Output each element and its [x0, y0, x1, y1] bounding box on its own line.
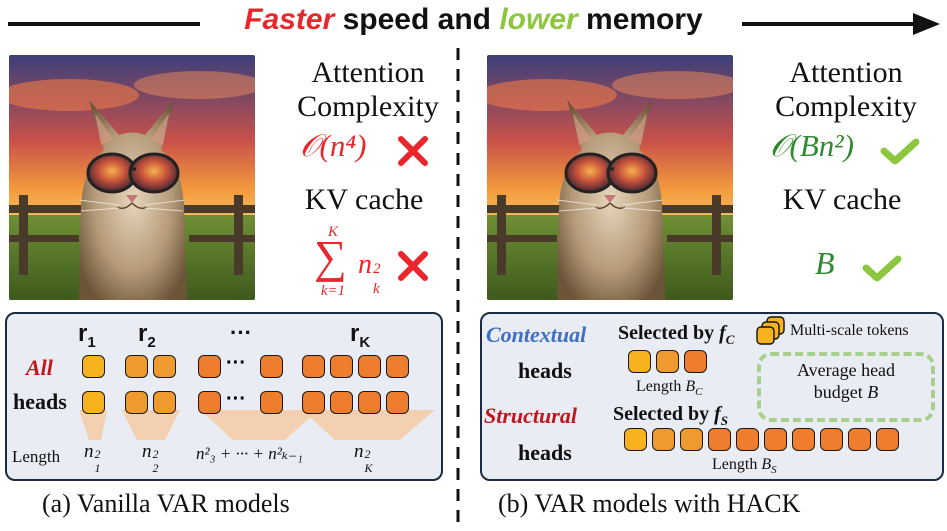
token: [820, 428, 843, 451]
token: [302, 355, 325, 378]
average-budget-text: Average head budget B: [761, 359, 931, 403]
left-sum-top: K: [327, 224, 338, 240]
token: [198, 391, 221, 414]
kv-term-sub: k: [373, 281, 380, 297]
label-r2: r2: [138, 320, 156, 351]
token: [656, 350, 679, 373]
average-budget-box: [757, 352, 935, 422]
left-sum-bottom: k=1: [320, 283, 346, 299]
token: [125, 391, 148, 414]
left-kv-label: KV cache: [304, 183, 424, 216]
token: [848, 428, 871, 451]
cat-image-left: [9, 55, 255, 300]
header-end: memory: [577, 3, 703, 36]
token: [198, 355, 221, 378]
token: [680, 428, 703, 451]
right-attention-title: Attention Complexity: [756, 56, 936, 124]
avg-line1: Average head: [796, 360, 896, 380]
token: [330, 391, 353, 414]
token: [764, 428, 787, 451]
cat-image-right: [487, 55, 733, 300]
center-divider: [456, 48, 460, 528]
token: [708, 428, 731, 451]
cross-icon: [398, 136, 428, 166]
lower-word: lower: [499, 3, 578, 36]
avg-line2: budget B: [813, 382, 879, 402]
length-bc: Length BC: [636, 378, 703, 399]
sigma-icon: ∑: [314, 231, 347, 282]
token: [684, 350, 707, 373]
label-r1: r1: [78, 320, 96, 351]
cross-icon: [398, 251, 428, 281]
token: [386, 391, 409, 414]
check-icon: [862, 255, 902, 282]
token: [82, 391, 105, 414]
caption-right: (b) VAR models with HACK: [498, 489, 801, 518]
header-title: Faster speed and lower memory: [0, 3, 947, 37]
token: [358, 355, 381, 378]
token: [153, 355, 176, 378]
check-icon: [880, 138, 920, 165]
structural-heads-label: heads: [518, 440, 572, 465]
length-label-left: Length: [12, 447, 61, 466]
kv-term-sup: 2: [373, 261, 381, 277]
token: [125, 355, 148, 378]
left-attention-title: Attention Complexity: [278, 56, 458, 124]
token: [876, 428, 899, 451]
token: [386, 355, 409, 378]
selected-by-fs: Selected by fS: [613, 403, 728, 428]
faster-word: Faster: [244, 3, 335, 36]
token-ellipsis: ···: [226, 352, 246, 374]
token: [153, 391, 176, 414]
header-mid: speed and: [334, 3, 500, 36]
length-bs: Length BS: [712, 456, 777, 477]
heads-label-left: heads: [13, 389, 67, 414]
token: [624, 428, 647, 451]
left-attention-line1: Attention: [311, 56, 425, 89]
token: [358, 391, 381, 414]
right-attention-line1: Attention: [789, 56, 903, 89]
token: [260, 391, 283, 414]
token: [302, 391, 325, 414]
right-attention-formula: 𝒪(Bn²): [770, 128, 854, 163]
contextual-heads-label: heads: [518, 358, 572, 383]
left-attention-line2: Complexity: [297, 90, 439, 123]
right-kv-label: KV cache: [782, 183, 902, 216]
arrow-right-icon: [913, 13, 940, 35]
selected-by-fc: Selected by fC: [618, 322, 735, 347]
all-label: All: [26, 355, 53, 380]
structural-label: Structural: [484, 403, 577, 428]
label-dots: ···: [230, 320, 252, 345]
multi-scale-label: Multi-scale tokens: [790, 322, 909, 339]
kv-term-base: n: [358, 249, 372, 280]
right-attention-line2: Complexity: [775, 90, 917, 123]
token: [82, 355, 105, 378]
token: [628, 350, 651, 373]
length-n3-nk1: n²₃ + ··· + n²ₖ₋₁: [196, 444, 303, 463]
caption-left: (a) Vanilla VAR models: [42, 489, 290, 518]
header-arrow-line: [8, 13, 940, 35]
token: [260, 355, 283, 378]
contextual-label: Contextual: [486, 322, 587, 347]
right-kv-value: B: [815, 245, 835, 281]
length-shading: [79, 410, 435, 440]
token-ellipsis: ···: [226, 388, 246, 410]
token: [736, 428, 759, 451]
left-attention-formula: 𝒪(n⁴): [300, 128, 367, 163]
token: [652, 428, 675, 451]
token: [792, 428, 815, 451]
token: [330, 355, 353, 378]
label-rK: rK: [350, 320, 371, 351]
hack-panel: [480, 312, 944, 481]
stacked-tokens-icon: [756, 316, 785, 345]
